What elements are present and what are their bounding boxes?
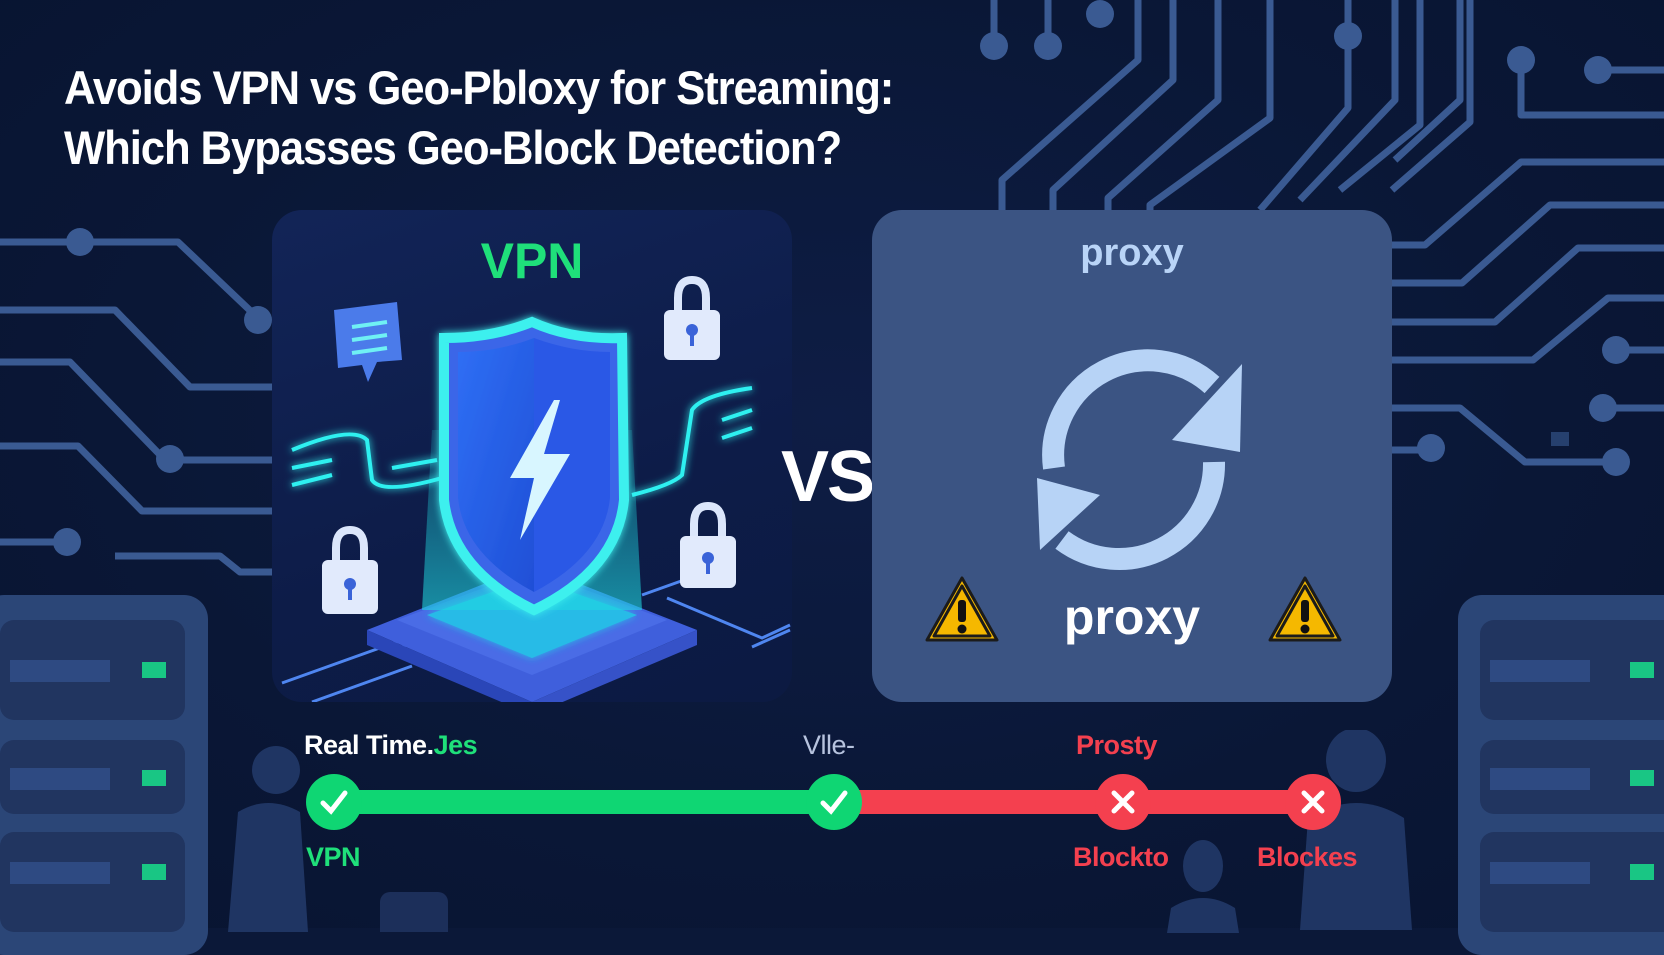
vpn-panel: VPN [272,210,792,702]
warning-icon [1268,576,1342,642]
box-shape [380,892,448,932]
timeline-node-cross [1095,774,1151,830]
server-rack-left [0,595,208,955]
circuit-background [0,0,1664,576]
status-led-icon [142,864,166,880]
person-silhouette-icon [1167,840,1239,933]
timeline-label-accent: Jes [433,730,478,760]
title-line-2: Which Bypasses Geo-Block Detection? [64,121,842,174]
refresh-arrows-icon [1042,349,1226,570]
timeline-bar-fail [834,790,1314,814]
timeline-label-main: Real Time. [304,730,434,760]
title-line-1: Avoids VPN vs Geo-Pbloxy for Streaming: [64,61,894,114]
proxy-panel: proxy proxy [872,210,1392,702]
cross-icon [1301,790,1325,814]
server-rack-right [1458,595,1664,955]
status-led-icon [1630,864,1654,880]
person-silhouette-icon [228,746,308,932]
chat-bubble-icon [334,302,402,382]
vpn-illustration [281,275,791,702]
vs-label: VS [781,437,875,517]
timeline-label-prosty: Prosty [1076,730,1158,760]
proxy-panel-caption: proxy [1063,589,1201,645]
status-led-icon [1630,662,1654,678]
timeline-node-label-blockes: Blockes [1257,842,1358,872]
page-title: Avoids VPN vs Geo-Pbloxy for Streaming: … [64,58,894,178]
timeline-node-label-vpn: VPN [306,842,361,872]
lock-icon [322,525,378,614]
person-silhouette-icon [1300,730,1412,930]
status-led-icon [142,770,166,786]
timeline-node-check [806,774,862,830]
timeline-node-check [306,774,362,830]
lock-icon [680,501,736,588]
timeline-bar-success [334,790,834,814]
status-led-icon [1630,770,1654,786]
shield-lightning-icon [439,316,630,616]
warning-icon [925,576,999,642]
timeline-label-realtime: Real Time.Jes [304,730,478,761]
timeline-label-vlle: Vlle- [803,730,855,760]
cross-icon [1111,790,1135,814]
check-icon [320,790,348,815]
check-icon [820,790,848,815]
proxy-illustration [925,349,1342,642]
timeline-node-cross [1285,774,1341,830]
timeline-node-label-blockto: Blockto [1073,842,1169,872]
vpn-panel-title: VPN [480,233,584,289]
proxy-panel-title: proxy [1080,232,1184,274]
lock-icon [664,275,720,360]
status-led-icon [142,662,166,678]
